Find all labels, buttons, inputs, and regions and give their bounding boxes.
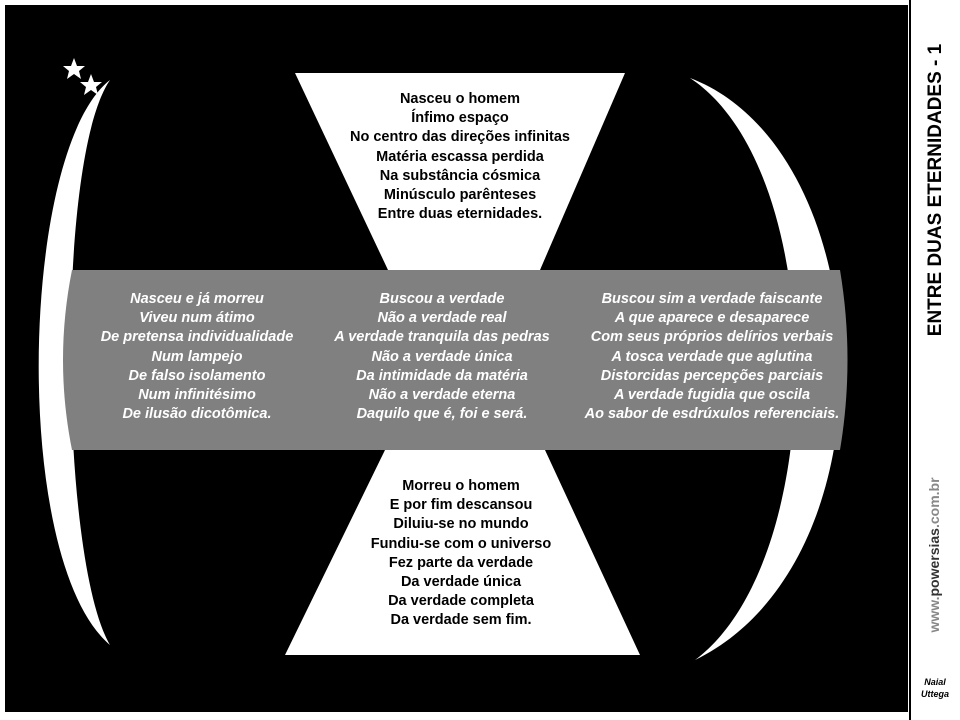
verse: De falso isolamento xyxy=(128,367,266,384)
verse: Nasceu o homem xyxy=(399,91,521,107)
verse: Minúsculo parênteses xyxy=(383,187,537,204)
url-suffix: .com.br xyxy=(926,477,942,529)
verse: Ao sabor de esdrúxulos referenciais. xyxy=(584,406,840,423)
verse: Distorcidas percepções parciais xyxy=(600,367,824,384)
verse: Fundiu-se com o universo xyxy=(370,535,552,552)
url-name: powersias xyxy=(926,528,942,597)
verse: Entre duas eternidades. xyxy=(377,206,543,223)
verse: Da verdade sem fim. xyxy=(390,612,532,629)
url-prefix: www. xyxy=(926,596,942,633)
top-stanza: Nasceu o homem Ínfimo espaço No centro d… xyxy=(330,90,590,224)
verse: Nasceu e já morreu xyxy=(130,291,264,307)
verse: Morreu o homem xyxy=(402,478,520,494)
verse: Viveu num átimo xyxy=(139,310,255,327)
bottom-triangle xyxy=(285,450,640,655)
verse: A que aparece e desaparece xyxy=(614,310,810,327)
verse: Não a verdade única xyxy=(371,348,513,365)
top-triangle xyxy=(295,73,625,270)
verse: Diluiu-se no mundo xyxy=(393,516,529,533)
verse: Não a verdade real xyxy=(377,310,507,327)
author-first: Naial xyxy=(924,677,946,687)
verse: Buscou a verdade xyxy=(379,291,505,307)
page-title: ENTRE DUAS ETERNIDADES - 1 xyxy=(925,43,946,337)
verse: Num lampejo xyxy=(151,348,243,365)
verse: Não a verdade eterna xyxy=(368,387,516,404)
site-url[interactable]: www.powersias.com.br xyxy=(926,477,942,632)
verse: E por fim descansou xyxy=(389,497,533,514)
verse: Matéria escassa perdida xyxy=(376,148,544,165)
left-stanza: Nasceu e já morreu Viveu num átimo De pr… xyxy=(80,290,314,424)
verse: Da verdade única xyxy=(400,574,522,591)
verse: No centro das direções infinitas xyxy=(350,129,570,146)
verse: Num infinitésimo xyxy=(138,387,256,404)
star-icon xyxy=(80,74,102,95)
verse: A verdade fugidia que oscila xyxy=(613,387,811,404)
left-crescent xyxy=(38,80,110,645)
verse: Na substância cósmica xyxy=(379,167,541,184)
verse: Buscou sim a verdade faiscante xyxy=(601,291,823,307)
star-icon xyxy=(63,58,85,79)
author-last: Uttega xyxy=(920,689,949,699)
verse: Com seus próprios delírios verbais xyxy=(590,329,834,346)
verse: A verdade tranquila das pedras xyxy=(334,329,550,346)
verse: Ínfimo espaço xyxy=(411,110,509,127)
center-stanza: Buscou a verdade Não a verdade real A ve… xyxy=(318,290,566,424)
verse: Da verdade completa xyxy=(388,593,534,610)
verse: Da intimidade da matéria xyxy=(356,367,528,384)
verse: De ilusão dicotômica. xyxy=(122,406,272,423)
verse: Daquilo que é, foi e será. xyxy=(356,406,528,423)
right-stanza: Buscou sim a verdade faiscante A que apa… xyxy=(566,290,858,424)
verse: A tosca verdade que aglutina xyxy=(611,348,813,365)
right-crescent xyxy=(690,78,841,660)
gray-band xyxy=(63,270,848,450)
bottom-stanza: Morreu o homem E por fim descansou Dilui… xyxy=(330,477,592,631)
verse: Fez parte da verdade xyxy=(388,554,534,571)
verse: De pretensa individualidade xyxy=(100,329,294,346)
